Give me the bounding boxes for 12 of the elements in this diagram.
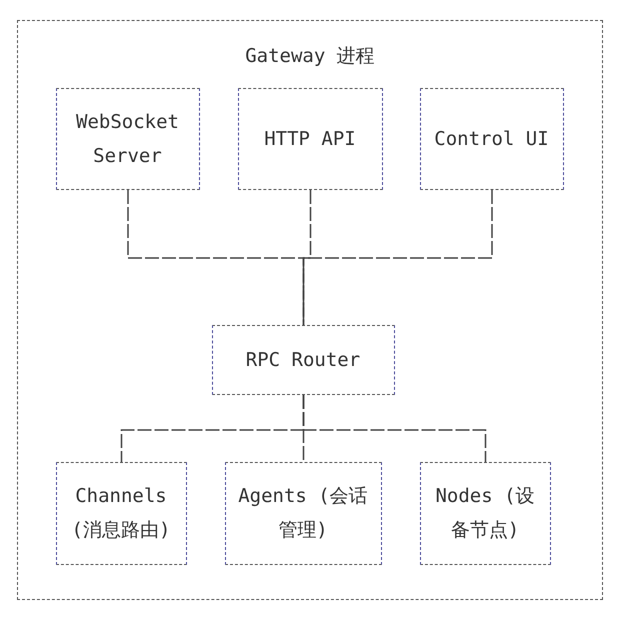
component-box: Channels (消息路由) [56, 462, 186, 564]
component-box: WebSocket Server [56, 88, 200, 190]
component-box: Nodes (设备节点) [420, 462, 550, 564]
container-title: Gateway 进程 [244, 44, 376, 69]
component-box: Control UI [420, 88, 564, 190]
connector-line [302, 190, 312, 325]
component-box: HTTP API [238, 88, 382, 190]
connector-line [302, 190, 493, 325]
connector-line [302, 395, 486, 462]
component-box: RPC Router [212, 324, 394, 394]
process-container [17, 20, 603, 600]
component-box: Agents (会话管理) [224, 462, 382, 564]
